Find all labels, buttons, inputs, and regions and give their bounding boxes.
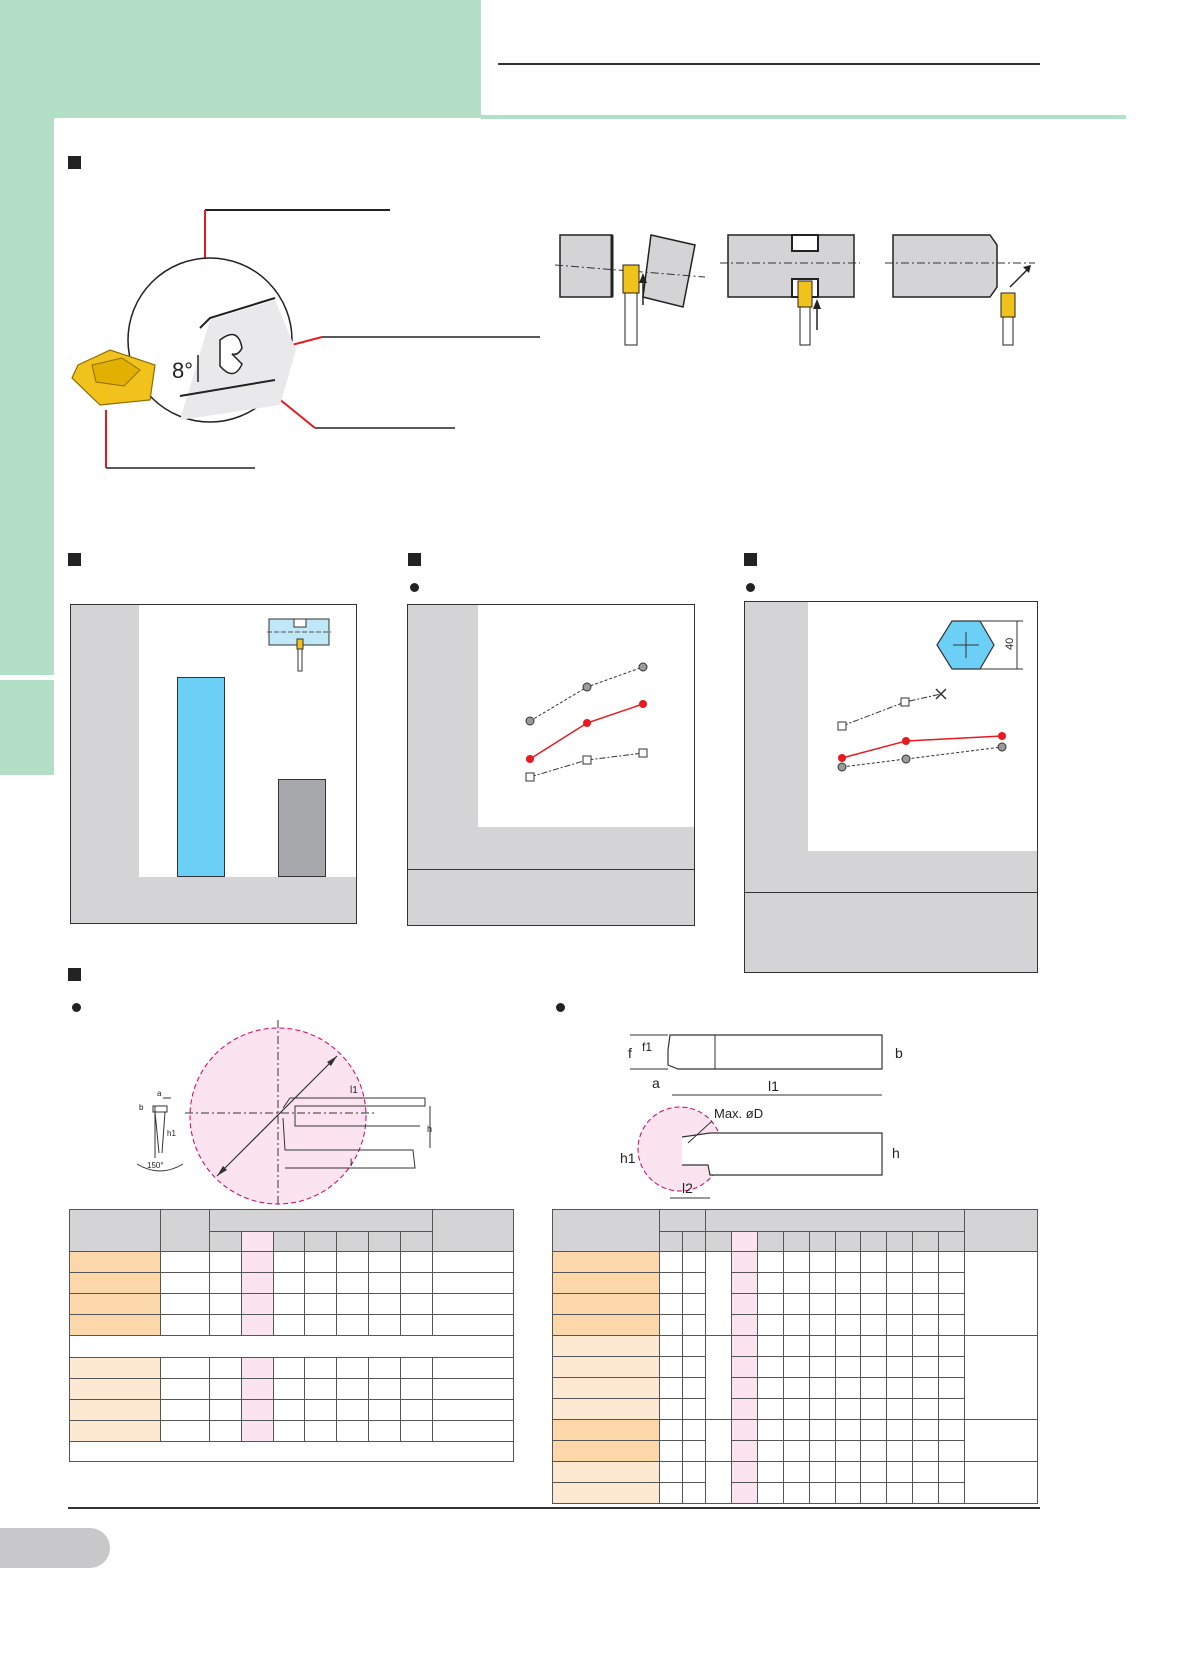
insert-spec-table <box>69 1209 514 1462</box>
section-marker <box>744 553 757 566</box>
panel-axis-band <box>408 827 694 869</box>
svg-text:150°: 150° <box>147 1161 164 1170</box>
bar-chart-panel <box>70 604 357 924</box>
line-chart-panel <box>407 604 695 926</box>
grooving-icon <box>267 618 331 672</box>
line-plot: 40 <box>837 620 1023 772</box>
insert-detail-figure: 8° <box>71 209 540 469</box>
panel-note-band <box>745 893 1037 972</box>
section-marker <box>68 968 81 981</box>
svg-text:b: b <box>139 1103 144 1112</box>
section-marker <box>408 553 421 566</box>
section-marker <box>68 156 81 169</box>
hex-chart-panel: 40 <box>744 601 1038 973</box>
svg-text:8°: 8° <box>172 358 193 383</box>
header-green-block <box>0 0 481 118</box>
svg-text:f1: f1 <box>642 1040 652 1054</box>
bullet <box>72 1003 81 1012</box>
side-green-band <box>0 118 54 675</box>
svg-text:h: h <box>427 1124 432 1134</box>
svg-text:Max. øD: Max. øD <box>714 1106 763 1121</box>
svg-text:h1: h1 <box>620 1150 636 1166</box>
svg-text:h: h <box>892 1145 900 1161</box>
panel-divider <box>408 869 694 870</box>
svg-text:f: f <box>628 1045 632 1061</box>
page-tab <box>0 1528 110 1568</box>
panel-axis-band <box>745 851 1037 892</box>
panel-axis-band <box>71 605 139 923</box>
svg-text:l2: l2 <box>682 1180 693 1196</box>
blue-bar <box>177 677 225 877</box>
header-rule <box>498 63 1040 65</box>
panel-note-band <box>408 870 694 925</box>
process-sketches <box>555 234 1035 346</box>
side-green-band-lower <box>0 680 54 775</box>
svg-text:h1: h1 <box>167 1129 176 1138</box>
svg-text:40: 40 <box>1004 638 1016 650</box>
svg-text:b: b <box>895 1045 903 1061</box>
holder-dimension-drawing: f f1 b a l1 Max. øD h1 h l2 <box>620 1034 903 1199</box>
panel-axis-band <box>71 877 356 923</box>
svg-text:a: a <box>652 1075 660 1091</box>
header-bottom-band <box>481 115 1126 119</box>
panel-axis-band <box>408 605 478 869</box>
svg-text:l: l <box>350 1158 352 1169</box>
section-marker <box>68 553 81 566</box>
gray-bar <box>278 779 326 877</box>
footer-rule <box>68 1507 1040 1509</box>
line-plot <box>525 662 648 782</box>
panel-axis-band <box>745 602 808 892</box>
svg-text:l1: l1 <box>350 1085 358 1096</box>
svg-text:l1: l1 <box>768 1078 779 1094</box>
bullet <box>556 1003 565 1012</box>
svg-text:a: a <box>157 1089 162 1098</box>
insert-dimension-drawing: h l1 l 150° a b h1 <box>136 1020 432 1206</box>
bullet <box>410 583 419 592</box>
panel-divider <box>745 892 1037 893</box>
bullet <box>746 583 755 592</box>
holder-spec-table <box>552 1209 1039 1504</box>
